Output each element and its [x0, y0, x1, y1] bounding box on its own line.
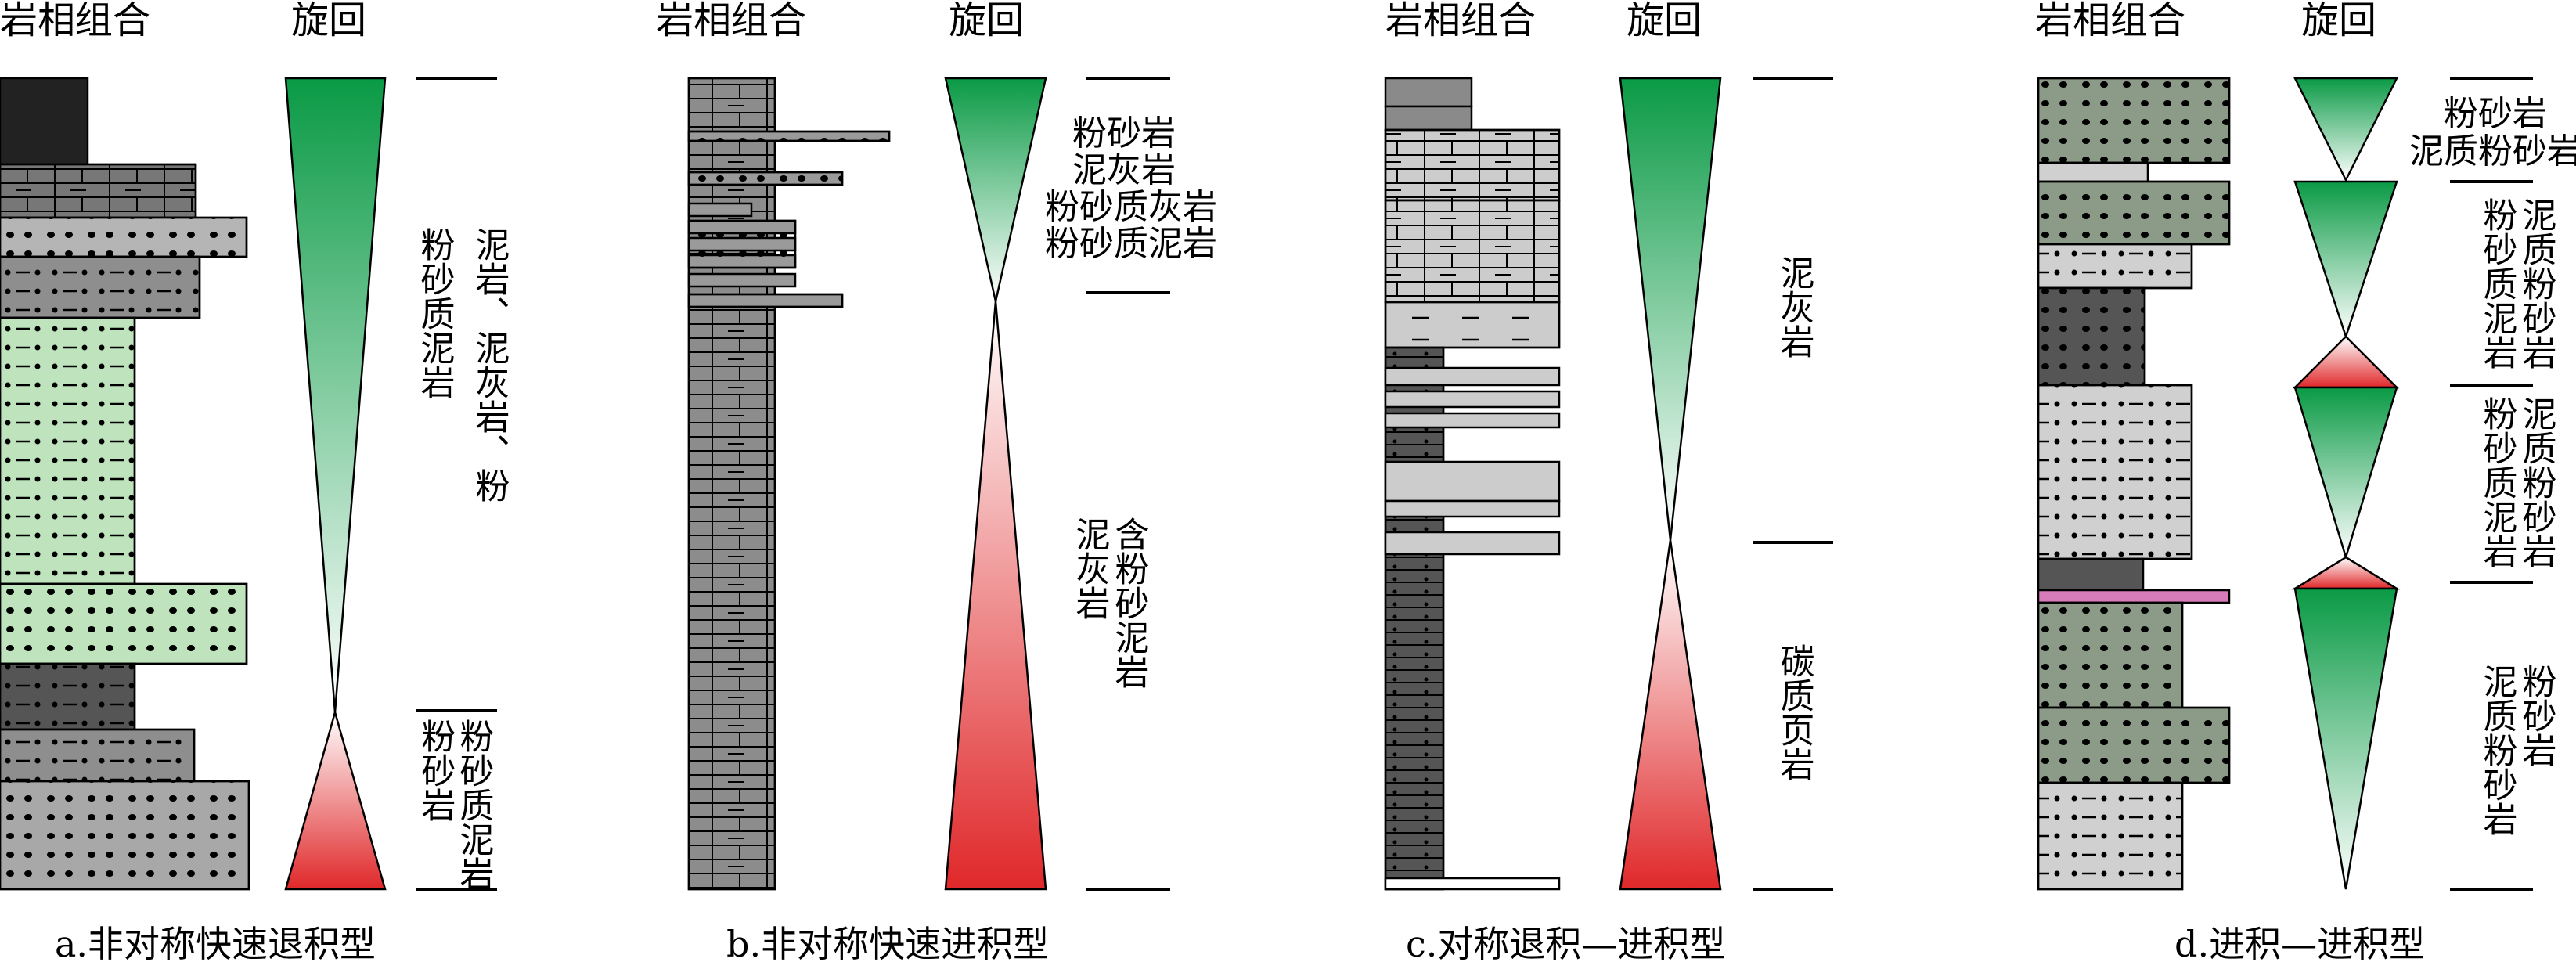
panel-d-label-3: 泥质粉砂岩 粉砂质泥岩: [2477, 396, 2556, 568]
panel-d-caption: d.进积—进积型: [2174, 923, 2425, 962]
panel-d-boundaries: [2450, 77, 2533, 891]
panel-c-cycle-symbol: [1619, 77, 1722, 891]
panel-b-caption: b.非对称快速进积型: [726, 923, 1049, 962]
panel-a-lower-label: 粉砂质泥岩 粉砂岩: [416, 719, 494, 891]
panel-d-label-1-line1: 粉砂岩: [2444, 94, 2547, 134]
panel-c-cycle-header: 旋回: [1627, 0, 1702, 42]
panel-a-lower-label-col1: 粉砂质泥岩: [454, 719, 494, 891]
panel-d-label-4-col1: 粉砂岩: [2517, 664, 2556, 767]
panel-b-facies-header: 岩相组合: [656, 0, 806, 42]
panel-a: 岩相组合 旋回 泥岩、泥灰岩、粉: [0, 0, 510, 962]
panel-b-upper-label: 粉砂岩 泥灰岩 粉砂质灰岩 粉砂质泥岩: [1045, 113, 1217, 264]
panel-d-cycle-symbol: [2291, 77, 2401, 890]
panel-c-caption: c.对称退积—进积型: [1406, 923, 1725, 962]
panel-d-label-1-line2: 泥质粉砂岩: [2409, 132, 2576, 171]
panel-d-label-2-col2: 粉砂质泥岩: [2477, 197, 2517, 369]
panel-b-upper-label-line2: 泥灰岩: [1072, 150, 1176, 190]
panel-d-lithology-column: [2037, 77, 2231, 891]
panel-d: 岩相组合 旋回: [2035, 0, 2576, 962]
panel-c-lower-label: 碳质页岩: [1774, 643, 1814, 781]
panel-c: 岩相组合 旋回 泥灰岩 碳质页岩: [1384, 0, 1833, 962]
panel-d-label-3-col2: 粉砂质泥岩: [2477, 396, 2517, 568]
panel-a-facies-header: 岩相组合: [0, 0, 150, 42]
panel-a-lower-label-col2: 粉砂岩: [416, 719, 456, 822]
panel-d-label-4-col2: 泥质粉砂岩: [2477, 664, 2517, 836]
panel-c-facies-header: 岩相组合: [1385, 0, 1536, 42]
panel-d-label-3-col1: 泥质粉砂岩: [2517, 396, 2556, 568]
panel-c-lithology-column: [1384, 77, 1561, 891]
panel-b-lower-label-col2: 泥灰岩: [1070, 517, 1110, 620]
panel-a-upper-label-col1: 泥岩、泥灰岩、粉: [470, 227, 510, 503]
panel-b-upper-label-line3: 粉砂质灰岩: [1045, 187, 1217, 227]
panel-b: 岩相组合 旋回 粉砂岩 泥灰岩 粉砂质灰岩: [656, 0, 1217, 962]
panel-b-upper-label-line1: 粉砂岩: [1072, 113, 1176, 153]
panel-a-upper-label: 泥岩、泥灰岩、粉 粉砂质泥岩: [415, 227, 510, 503]
panel-a-cycle-symbol: [284, 77, 387, 891]
panel-d-label-1: 粉砂岩 泥质粉砂岩: [2409, 94, 2576, 171]
panel-b-lithology-column: [687, 77, 891, 891]
panel-a-upper-label-col2: 粉砂质泥岩: [415, 227, 455, 399]
panel-d-label-2-col1: 泥质粉砂岩: [2517, 197, 2556, 369]
panel-b-cycle-symbol: [944, 77, 1047, 891]
panel-b-lower-label-col1: 含粉砂泥岩: [1109, 517, 1149, 689]
panel-b-lower-label: 含粉砂泥岩 泥灰岩: [1070, 517, 1149, 689]
panel-b-upper-label-line4: 粉砂质泥岩: [1045, 224, 1217, 264]
panel-c-upper-label: 泥灰岩: [1774, 255, 1814, 358]
panel-d-label-2: 泥质粉砂岩 粉砂质泥岩: [2477, 197, 2556, 369]
panel-d-facies-header: 岩相组合: [2035, 0, 2185, 42]
panel-a-caption: a.非对称快速退积型: [55, 923, 376, 962]
panel-a-cycle-header: 旋回: [291, 0, 366, 42]
panel-b-cycle-header: 旋回: [949, 0, 1024, 42]
panel-d-label-4: 粉砂岩 泥质粉砂岩: [2477, 664, 2556, 836]
panel-a-lithology-column: [0, 77, 250, 891]
panel-d-cycle-header: 旋回: [2301, 0, 2376, 42]
